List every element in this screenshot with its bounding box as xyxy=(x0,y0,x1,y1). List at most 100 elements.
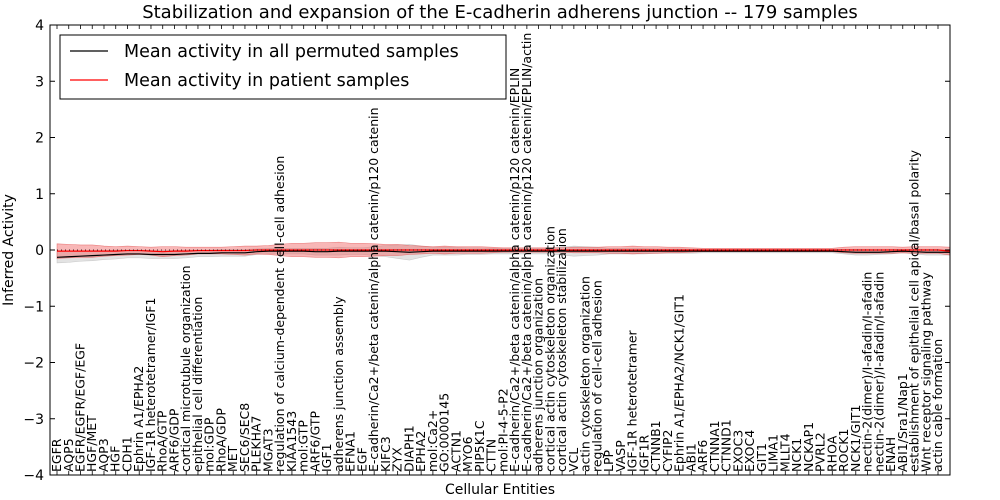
category-label: nectin-2(dimer)/I-afadin/I-afadin xyxy=(860,272,875,472)
y-tick-label: 0 xyxy=(35,243,44,259)
y-tick-label: −2 xyxy=(23,356,44,372)
category-label: Ephrin A1/EPHA2 xyxy=(131,366,146,472)
y-tick-label: 2 xyxy=(35,131,44,147)
category-label: NCK1 xyxy=(789,438,804,472)
category-label: RhoA/GTP xyxy=(155,410,170,472)
category-label: RHOA xyxy=(824,435,839,472)
category-label: EGF xyxy=(354,447,369,472)
category-label: LIMA1 xyxy=(766,434,781,472)
category-label: MET xyxy=(225,445,240,472)
category-label: CTTN xyxy=(484,439,499,472)
category-label: ABI1/Sra1/Nap1 xyxy=(895,373,910,472)
category-label: ABI1 xyxy=(683,443,698,472)
category-label: regulation of calcium-dependent cell-cel… xyxy=(272,156,287,472)
category-label: GO:0000145 xyxy=(437,393,452,472)
x-axis-ticks xyxy=(56,25,939,475)
category-label: adherens junction organization xyxy=(531,278,546,472)
category-label: CTNNB1 xyxy=(648,420,663,472)
category-label: IGF-1R heterotetramer xyxy=(625,329,640,472)
category-label: NCKAP1 xyxy=(801,422,816,472)
category-label: mol:PI-4-5-P2 xyxy=(495,388,510,472)
y-tick-label: −3 xyxy=(23,412,44,428)
category-label: E-cadherin/Ca2+/beta catenin/alpha caten… xyxy=(366,107,381,472)
category-label: cortical microtubule organization xyxy=(178,265,193,472)
category-label: EXOC4 xyxy=(742,430,757,472)
series-lines xyxy=(56,249,950,258)
category-label: ENAH xyxy=(883,437,898,472)
category-label: actin cytoskeleton organization xyxy=(578,276,593,472)
y-tick-label: −4 xyxy=(23,468,44,484)
y-tick-label: 3 xyxy=(35,74,44,90)
category-label: ROCK1 xyxy=(836,429,851,472)
legend-label-permuted: Mean activity in all permuted samples xyxy=(124,42,459,62)
category-label: CTNND1 xyxy=(719,419,734,472)
category-label: ARF6/GDP xyxy=(166,408,181,472)
category-labels: EGFRAQP5EGFR/EGFR/EGF/EGFHGF/METAQP3HGFC… xyxy=(49,33,945,472)
y-tick-label: 4 xyxy=(35,18,44,34)
category-label: epithelial cell differentiation xyxy=(190,297,205,472)
category-label: actin cable formation xyxy=(930,339,945,472)
category-label: EFNA1 xyxy=(343,431,358,472)
category-label: Wnt receptor signaling pathway xyxy=(918,272,933,472)
category-label: mol:GTP xyxy=(296,420,311,472)
y-tick-label: −1 xyxy=(23,299,44,315)
category-label: SEC6/SEC8 xyxy=(237,403,252,472)
category-label: IGF-1R heterotetramer/IGF1 xyxy=(143,298,158,472)
category-label: mol:Ca2+ xyxy=(425,410,440,472)
category-label: E-cadherin/Ca2+/beta catenin/alpha caten… xyxy=(519,33,534,472)
category-label: ARF6 xyxy=(695,440,710,472)
plot-area: EGFRAQP5EGFR/EGFR/EGF/EGFHGF/METAQP3HGFC… xyxy=(23,18,951,484)
chart-title: Stabilization and expansion of the E-cad… xyxy=(142,2,858,23)
category-label: EPHA2 xyxy=(413,431,428,472)
category-label: KIFC3 xyxy=(378,436,393,472)
category-label: HGF/MET xyxy=(84,415,99,472)
category-label: RhoA/GDP xyxy=(213,408,228,472)
legend: Mean activity in all permuted samples Me… xyxy=(59,34,507,100)
category-label: IGF1R xyxy=(636,434,651,472)
category-label: MLLT4 xyxy=(777,433,792,472)
category-label: HGF xyxy=(108,446,123,472)
category-label: CTNNA1 xyxy=(707,420,722,472)
category-label: cortical actin cytoskeleton stabilizatio… xyxy=(554,228,569,472)
category-label: PLEKHA7 xyxy=(249,415,264,472)
category-label: AQP5 xyxy=(61,438,76,472)
category-label: establishment of epithelial cell apical/… xyxy=(907,149,922,472)
category-label: VCL xyxy=(566,448,581,472)
category-label: EGFR xyxy=(49,438,64,472)
x-axis-label: Cellular Entities xyxy=(445,482,555,498)
category-label: Ephrin A1/EPHA2/NCK1/GIT1 xyxy=(672,294,687,472)
series-line-1 xyxy=(57,249,950,253)
category-label: PIP5K1C xyxy=(472,420,487,472)
category-label: AQP3 xyxy=(96,438,111,472)
category-label: EXOC3 xyxy=(730,430,745,472)
category-label: EGFR/EGFR/EGF/EGF xyxy=(72,343,87,472)
category-label: ZYX xyxy=(390,447,405,472)
category-label: CYFIP2 xyxy=(660,429,675,472)
category-label: E-cadherin/Ca2+/beta catenin/alpha caten… xyxy=(507,68,522,472)
category-label: regulation of cell-cell adhesion xyxy=(589,280,604,472)
category-label: PVRL2 xyxy=(813,432,828,472)
category-label: MGAT3 xyxy=(260,428,275,472)
category-label: adherens junction assembly xyxy=(331,296,346,472)
category-label: ARF6/GTP xyxy=(307,411,322,472)
series-line-0 xyxy=(56,250,950,258)
legend-label-patient: Mean activity in patient samples xyxy=(124,71,409,91)
category-label: ACTN1 xyxy=(448,430,463,472)
y-axis-ticks: −4 −3 −2 −1 0 1 2 3 4 xyxy=(23,18,950,484)
legend-box xyxy=(59,34,507,100)
category-label: cortical actin cytoskeleton organization xyxy=(542,226,557,472)
category-label: GIT1 xyxy=(754,443,769,472)
category-label: DIAPH1 xyxy=(401,425,416,472)
category-label: NCK1/GIT1 xyxy=(848,405,863,472)
category-label: IGF1 xyxy=(319,443,334,472)
category-label: VASP xyxy=(613,440,628,472)
category-label: CDH1 xyxy=(119,436,134,472)
y-tick-label: 1 xyxy=(35,187,44,203)
category-label: MYO6 xyxy=(460,436,475,472)
category-label: KIAA1543 xyxy=(284,411,299,472)
category-label: LPP xyxy=(601,449,616,472)
y-axis-label: Inferred Activity xyxy=(1,194,17,306)
category-label: mol:GDP xyxy=(202,417,217,472)
category-label: nectin-2(dimer)/I-afadin/I-afadin xyxy=(871,272,886,472)
